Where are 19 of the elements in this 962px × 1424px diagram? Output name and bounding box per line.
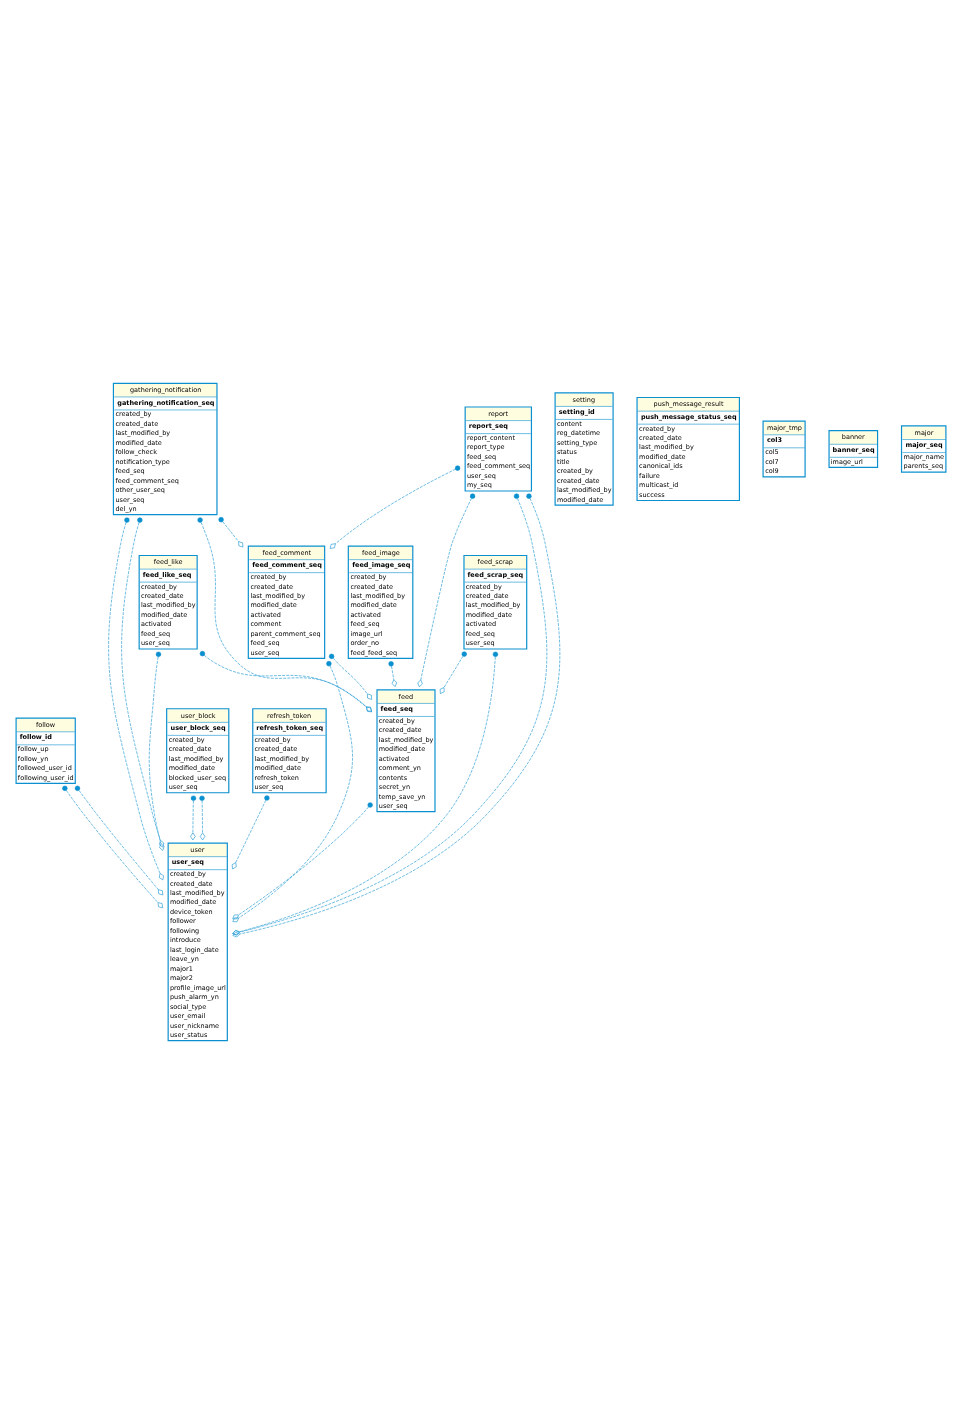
connector [190,795,197,841]
connector [232,802,373,920]
connector [328,653,372,700]
connector [74,785,164,896]
connector [218,517,244,548]
connector [417,493,476,688]
connector [197,517,372,713]
connector [231,795,270,870]
connector [232,661,353,923]
connector [232,651,499,936]
connector [121,517,165,848]
connector [62,785,163,909]
connector [329,465,461,549]
connector [199,795,206,841]
connector [108,517,164,881]
connector [388,661,398,687]
connector [439,651,467,694]
connector [148,651,165,851]
connector [199,650,372,712]
